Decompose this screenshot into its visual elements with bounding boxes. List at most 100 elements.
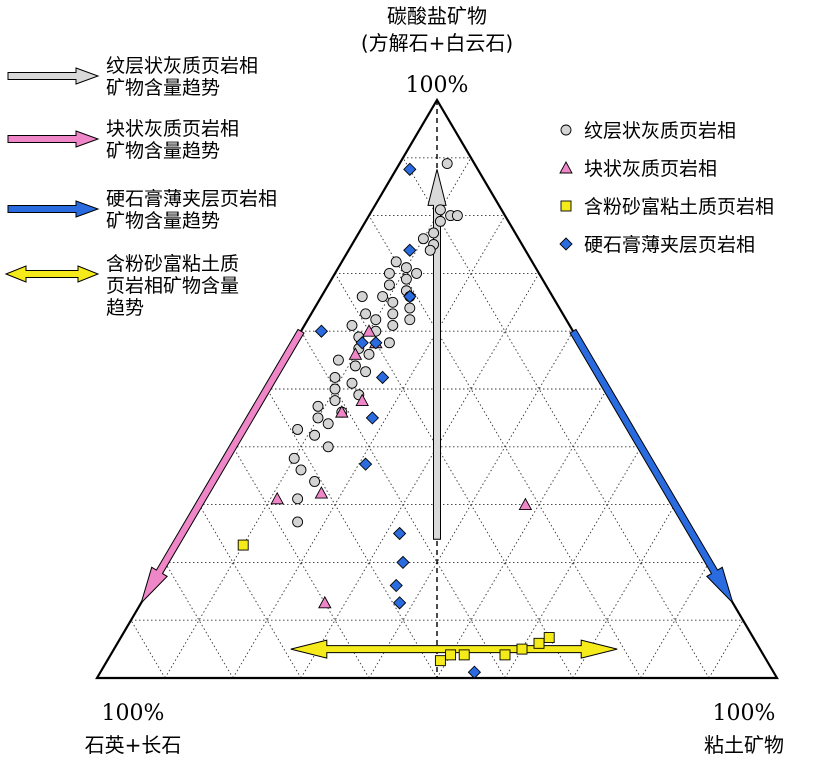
- left-vertex-label: 石英+长石: [85, 733, 182, 757]
- legend-label: 含粉砂富粘土质页岩相: [584, 196, 774, 218]
- trend-legend-arrow-2: [7, 200, 100, 218]
- legend-square-marker: [560, 200, 572, 212]
- circle-point: [404, 302, 416, 314]
- circle-point: [387, 308, 399, 320]
- square-point: [458, 649, 470, 661]
- trend-legend-label: 含粉砂富粘土质: [106, 253, 239, 275]
- circle-point: [360, 366, 372, 378]
- grid-line-clay: [504, 446, 642, 679]
- legend-label: 硬石膏薄夹层页岩相: [584, 233, 755, 256]
- circle-point: [377, 291, 389, 302]
- circle-point: [434, 204, 446, 216]
- circle-point: [383, 337, 395, 349]
- top-vertex-sublabel: (方解石+白云石): [361, 31, 513, 55]
- square-point: [516, 643, 528, 655]
- trend-legend-label: 块状灰质页岩相: [106, 118, 239, 140]
- trend-legend-label: 纹层状灰质页岩相: [106, 55, 258, 77]
- legend-triangle-marker: [559, 161, 573, 174]
- trend-legend-label: 矿物含量趋势: [106, 77, 220, 99]
- circle-point: [387, 296, 399, 308]
- circle-point: [349, 360, 361, 372]
- circle-point: [329, 383, 341, 395]
- trend-legend-label: 页岩相矿物含量: [106, 275, 239, 297]
- circle-point: [346, 377, 358, 389]
- trend-arrow-1: [140, 328, 305, 604]
- circle-point: [363, 348, 375, 360]
- diamond-point: [358, 457, 373, 471]
- top-vertex-label: 碳酸盐矿物: [387, 4, 487, 28]
- right-vertex-label: 粘土矿物: [704, 733, 784, 757]
- top-vertex-percent: 100%: [406, 73, 469, 98]
- circle-point: [411, 267, 423, 279]
- circle-point: [383, 279, 395, 291]
- diamond-point: [355, 336, 369, 350]
- diamond-point: [403, 243, 417, 257]
- circle-point: [346, 319, 358, 331]
- circle-point: [322, 441, 334, 453]
- legend-diamond-marker: [559, 237, 573, 251]
- trend-legend-label: 矿物含量趋势: [106, 140, 220, 162]
- trend-arrow-2: [569, 328, 734, 604]
- circle-point: [332, 354, 344, 366]
- circle-point: [292, 424, 304, 435]
- grid-line-quartz: [402, 157, 710, 679]
- diamond-point: [375, 370, 390, 385]
- circle-point: [400, 262, 412, 274]
- circle-point: [292, 493, 304, 505]
- grid-line-quartz: [266, 388, 438, 679]
- square-point: [543, 632, 555, 643]
- grid-line-clay: [572, 504, 676, 679]
- circle-point: [322, 418, 334, 430]
- diamond-point: [467, 665, 482, 679]
- circle-point: [417, 233, 429, 245]
- circle-point: [390, 256, 402, 268]
- triangle-point: [518, 497, 533, 511]
- grid-line-quartz: [232, 446, 370, 679]
- diamond-point: [314, 324, 329, 338]
- grid-line-clay: [708, 619, 744, 679]
- grid-line-quartz: [198, 504, 302, 679]
- trend-arrow-3: [290, 639, 618, 659]
- diamond-point: [392, 596, 407, 610]
- triangle-point: [335, 405, 349, 418]
- diamond-point: [389, 578, 403, 593]
- diamond-point: [403, 162, 417, 176]
- diamond-point: [365, 411, 380, 425]
- legend-label: 纹层状灰质页岩相: [584, 120, 736, 142]
- circle-point: [312, 412, 324, 424]
- circle-point: [434, 215, 446, 227]
- circle-point: [451, 210, 463, 222]
- square-point: [533, 637, 545, 649]
- circle-point: [356, 291, 368, 302]
- circle-point: [387, 319, 399, 331]
- trend-legend: 纹层状灰质页岩相矿物含量趋势块状灰质页岩相矿物含量趋势硬石膏薄夹层页岩相矿物含量…: [4, 55, 277, 319]
- square-point: [445, 649, 457, 661]
- square-point: [237, 539, 249, 551]
- circle-point: [288, 452, 300, 464]
- triangle-point: [314, 486, 329, 499]
- diamond-point: [396, 555, 410, 570]
- circle-point: [295, 464, 307, 476]
- circle-point: [441, 158, 453, 170]
- trend-legend-arrow-1: [7, 130, 100, 148]
- diamond-point: [403, 289, 417, 304]
- square-point: [499, 649, 511, 661]
- grid-line-clay: [368, 330, 574, 679]
- circle-point: [404, 314, 416, 326]
- trend-legend-label: 硬石膏薄夹层页岩相: [106, 187, 277, 210]
- grid-line-clay: [436, 388, 608, 679]
- triangle-point: [362, 324, 376, 337]
- circle-point: [428, 227, 440, 239]
- triangle-point: [270, 491, 284, 505]
- circle-point: [329, 395, 341, 407]
- grid-line-clay: [164, 157, 472, 679]
- diamond-point: [369, 336, 383, 350]
- trend-legend-label: 矿物含量趋势: [106, 210, 220, 232]
- circle-point: [383, 267, 395, 279]
- trend-legend-arrow-0: [7, 67, 100, 85]
- left-vertex-percent: 100%: [102, 701, 165, 726]
- circle-point: [360, 308, 372, 320]
- legend-circle-marker: [560, 124, 572, 136]
- circle-point: [309, 429, 321, 441]
